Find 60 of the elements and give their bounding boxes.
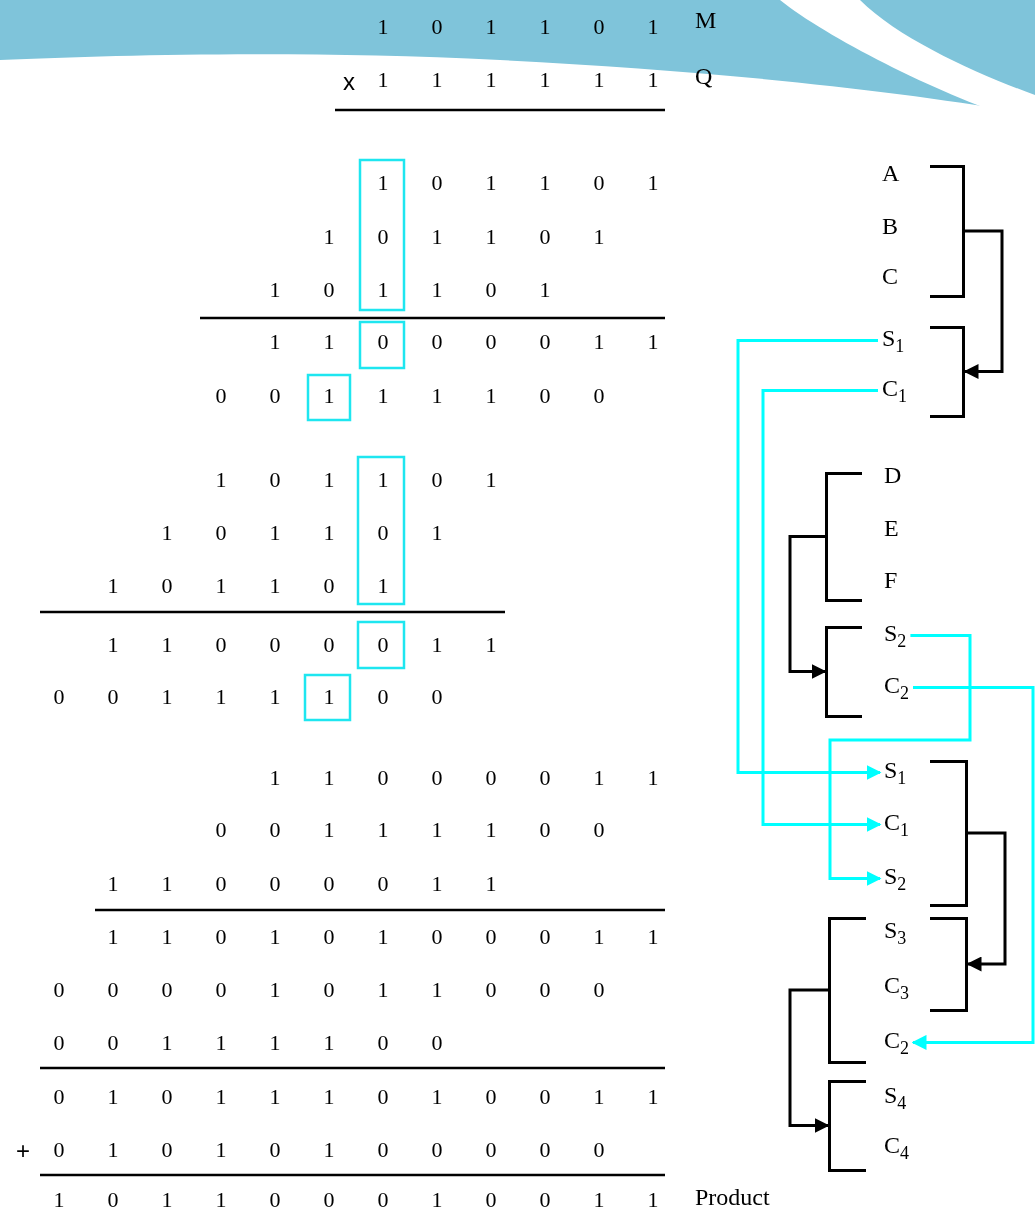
bit-row: 0 1 0 1 0 1 0 0 0 0 0: [53, 1139, 605, 1161]
operator-sign: +: [16, 1139, 30, 1163]
bit-row: 1 0 1 1 0 0 0 1 0 0 1 1: [53, 1189, 659, 1211]
bit-row: 1 1 0 0 0 0 1 1: [107, 634, 497, 656]
signal-label: C$_{2}$: [884, 673, 909, 702]
adder-bracket: [828, 1079, 866, 1172]
bit-row: 1 0 1 1 0 1: [161, 522, 443, 544]
connector-arrow: [963, 229, 1004, 379]
signal-label: S$_{1}$: [882, 326, 905, 355]
signal-label: S$_{4}$: [884, 1083, 907, 1112]
bit-row: 1 1 0 0 0 0 1 1: [107, 873, 497, 895]
adder-bracket: [825, 471, 862, 602]
operand-label: Product: [695, 1185, 770, 1209]
adder-bracket: [930, 916, 968, 1012]
adder-bracket: [930, 325, 965, 418]
connector-arrow: [911, 685, 1035, 1050]
adder-bracket: [825, 625, 862, 718]
connector-arrow: [761, 388, 882, 832]
bit-row: 0 1 0 1 1 1 0 1 0 0 1 1: [53, 1086, 659, 1108]
signal-label: C$_{3}$: [884, 973, 909, 1002]
signal-label: D: [884, 463, 902, 487]
connector-arrow: [788, 535, 827, 679]
bit-row: 1 1 1 1 1 1: [377, 69, 659, 91]
operand-label: Q: [695, 64, 713, 88]
bit-row: 1 0 1 1 0 1: [377, 172, 659, 194]
adder-bracket: [930, 164, 965, 298]
signal-label: B: [882, 214, 898, 238]
bit-row: 0 0 1 1 1 1 0 0: [215, 819, 605, 841]
signal-label: C$_{2}$: [884, 1028, 909, 1057]
signal-label: S$_{2}$: [884, 621, 907, 650]
bit-row: 0 0 1 1 1 1 0 0: [215, 385, 605, 407]
operator-sign: x: [343, 70, 355, 94]
signal-label: S$_{1}$: [884, 758, 907, 787]
bit-row: 0 0 0 0 1 0 1 1 0 0 0: [53, 979, 605, 1001]
bit-row: 1 0 1 1 0 1: [269, 279, 551, 301]
signal-label: A: [882, 161, 900, 185]
bit-row: 1 1 0 0 0 0 1 1: [269, 331, 659, 353]
signal-label: S$_{3}$: [884, 918, 907, 947]
connector-arrow: [828, 633, 972, 886]
signal-label: C: [882, 264, 898, 288]
bit-row: 0 0 1 1 1 1 0 0: [53, 1032, 443, 1054]
bit-row: 1 1 0 0 0 0 1 1: [269, 767, 659, 789]
operand-label: M: [695, 8, 717, 32]
signal-label: C$_{4}$: [884, 1133, 909, 1162]
signal-label: C$_{1}$: [882, 376, 907, 405]
bit-row: 1 0 1 1 0 1: [107, 575, 389, 597]
signal-label: E: [884, 516, 899, 540]
bit-row: 1 0 1 1 0 1: [323, 226, 605, 248]
signal-label: F: [884, 568, 898, 592]
bit-row: 1 1 0 1 0 1 0 0 0 1 1: [107, 926, 659, 948]
connector-arrow: [966, 831, 1007, 972]
bit-row: 1 0 1 1 0 1: [215, 469, 497, 491]
bit-row: 1 0 1 1 0 1: [377, 16, 659, 38]
adder-bracket: [828, 916, 866, 1064]
bit-row: 0 0 1 1 1 1 0 0: [53, 686, 443, 708]
signal-label: C$_{1}$: [884, 810, 909, 839]
signal-label: S$_{2}$: [884, 864, 907, 893]
connector-arrow: [736, 338, 882, 780]
adder-bracket: [930, 759, 968, 907]
connector-arrow: [788, 988, 830, 1133]
